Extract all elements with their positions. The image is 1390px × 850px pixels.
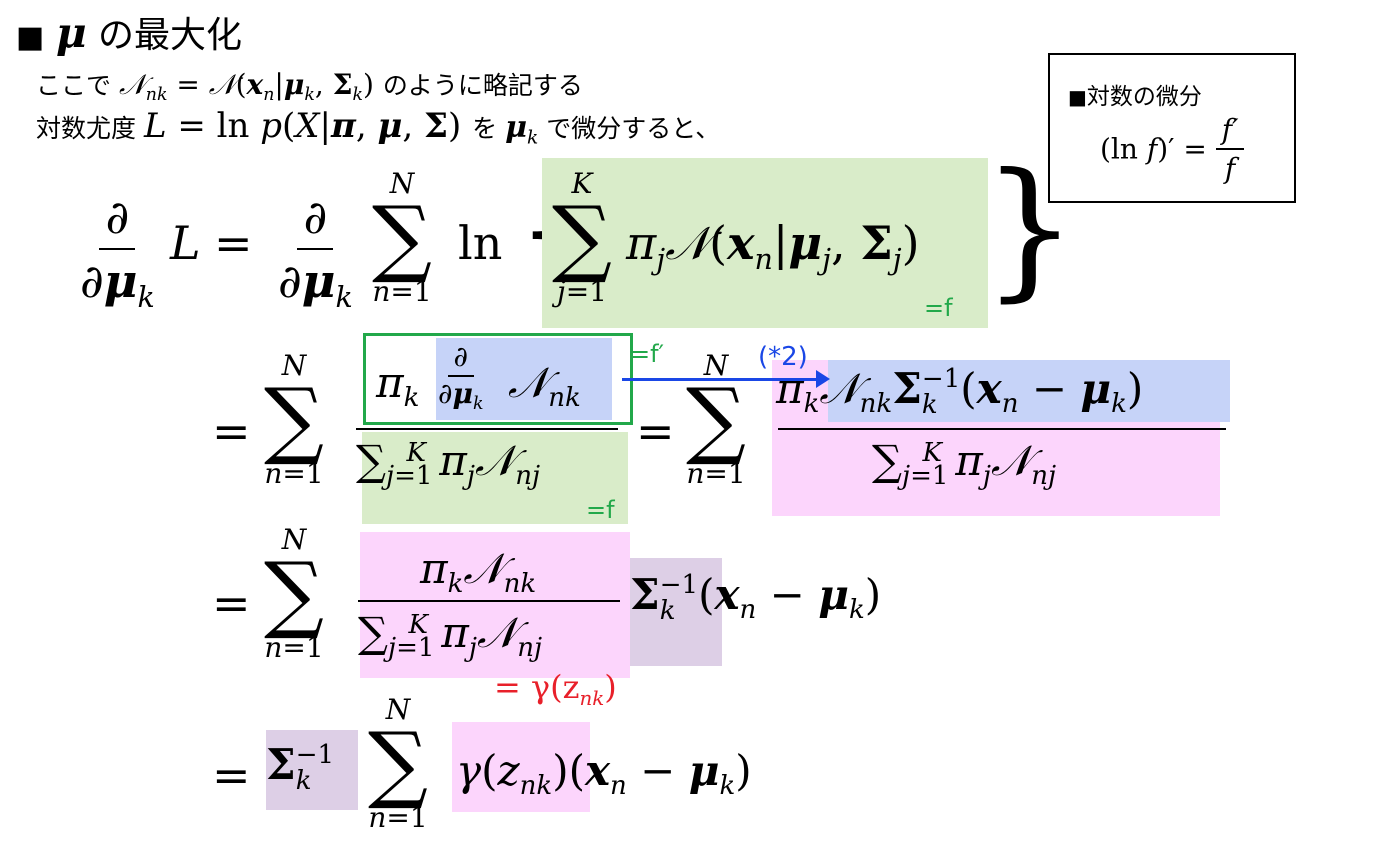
sum-n-4: N∑n=1	[264, 523, 324, 664]
partial-derivative-L: ∂∂μk	[80, 190, 155, 314]
sum-j-1: K∑j=1	[552, 167, 612, 308]
fraction-bar-1	[356, 428, 618, 430]
highlight-blue-num-2	[828, 360, 1230, 422]
sidebox-title: ■対数の微分	[1068, 77, 1202, 111]
sum-n-3: N∑n=1	[686, 349, 746, 490]
f-highlight	[542, 158, 988, 328]
denominator-1: ∑j=1K πj𝒩nj	[356, 436, 541, 492]
intro-line2-mid2: で微分すると、	[546, 114, 721, 143]
numerator-3: πk𝒩nk	[420, 544, 537, 600]
gamma-label-close: )	[604, 668, 617, 706]
title-mu-symbol: μ	[55, 8, 87, 57]
abbrev-formula: 𝒩nk = 𝒩(xn|μk, Σk)	[118, 68, 383, 106]
sidebox-title-text: 対数の微分	[1086, 84, 1202, 110]
log-derivative-box: ■対数の微分 (ln f)′ = f′f	[1048, 53, 1296, 203]
partial-small: ∂∂μk	[438, 340, 484, 415]
title-text: の最大化	[98, 15, 243, 56]
arrow-head-icon	[816, 370, 830, 388]
highlight-pink-gamma-4	[452, 722, 590, 812]
label-f-2: =f	[586, 496, 615, 524]
sum-n-5: N∑n=1	[368, 693, 428, 834]
highlight-pink-frac-3	[360, 532, 630, 678]
equation-line-2: = N∑n=1 πk ∂∂μk 𝒩nk ∑j=1K πj𝒩nj =f =f′ (…	[0, 330, 1390, 530]
ln-operator: ln	[458, 216, 503, 270]
intro-line-2: 対数尤度 L = ln p(X|π, μ, Σ) を μk で微分すると、	[36, 106, 720, 149]
highlight-purple-sigma-3	[630, 558, 722, 666]
highlight-blue-dN	[436, 338, 612, 420]
intro-line1-suffix: のように略記する	[382, 71, 583, 100]
sum-n-1: N∑n=1	[372, 167, 432, 308]
equals-2: =	[212, 404, 251, 458]
highlight-green-den-2	[362, 432, 628, 524]
label-f-prime: =f′	[630, 340, 665, 368]
sidebox-bullet: ■	[1068, 85, 1087, 109]
equals-5: =	[212, 748, 251, 802]
gamma-term-4: γ(znk)(xn − μk)	[456, 746, 752, 802]
log-derivative-formula: (ln f)′ = f′f	[1100, 113, 1245, 185]
title-bullet: ■	[16, 20, 45, 55]
partial-derivative-op: ∂∂μk	[278, 190, 353, 314]
L-symbol: L	[170, 216, 201, 270]
numerator-pi-k: πk	[376, 358, 420, 414]
denominator-2: ∑j=1K πj𝒩nj	[872, 436, 1057, 492]
gamma-label: = γ(znk)	[494, 668, 617, 710]
arrow-line	[622, 378, 822, 381]
intro-line2-prefix: 対数尤度	[36, 114, 137, 143]
mixture-term: πj𝒩(xn|μj, Σj)	[626, 216, 920, 276]
ref-star2: (*2)	[758, 342, 808, 372]
right-brace: }	[982, 142, 1078, 316]
equals-4: =	[212, 576, 251, 630]
highlight-purple-sigma-4	[266, 730, 358, 810]
gamma-label-text: = γ(z	[494, 668, 580, 706]
equals-1: =	[214, 216, 253, 270]
intro-line1-prefix: ここで	[36, 71, 112, 100]
intro-line-1: ここで 𝒩nk = 𝒩(xn|μk, Σk) のように略記する	[36, 66, 583, 105]
label-f-1: =f	[924, 294, 953, 322]
denominator-3: ∑j=1K πj𝒩nj	[358, 608, 543, 664]
equals-3: =	[636, 404, 675, 458]
N-nk-1: 𝒩nk	[508, 358, 581, 414]
gamma-label-sub: nk	[579, 686, 605, 710]
fraction-bar-2	[778, 428, 1226, 430]
fraction-bar-3	[358, 600, 620, 602]
log-likelihood-formula: L = ln p(X|π, μ, Σ)	[143, 106, 473, 146]
sum-n-2: N∑n=1	[264, 349, 324, 490]
page-title: ■ μ の最大化	[16, 6, 242, 58]
intro-line2-mid1: を	[472, 114, 498, 143]
mu-k-symbol: μk	[505, 110, 539, 149]
